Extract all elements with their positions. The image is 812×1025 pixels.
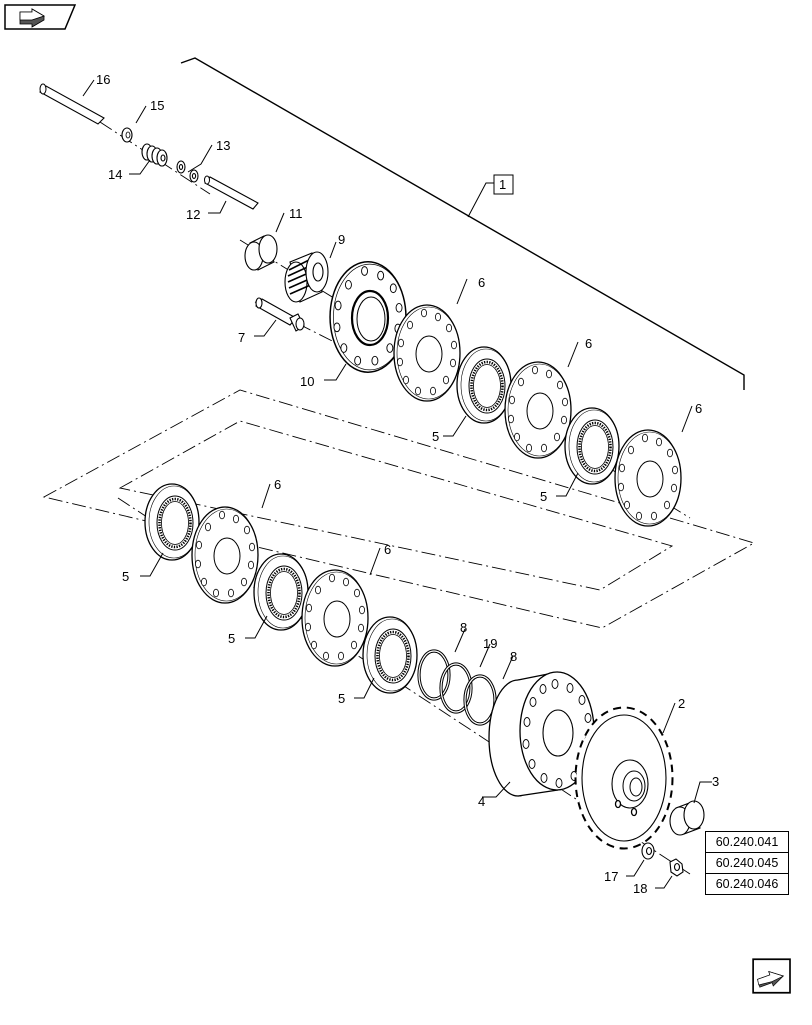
part-7-stud <box>255 297 305 332</box>
callout-18: 18 <box>633 881 647 896</box>
callout-5: 5 <box>432 429 439 444</box>
part-13-rings <box>176 160 199 183</box>
reference-link[interactable]: 60.240.041 <box>705 831 789 853</box>
callout-5: 5 <box>228 631 235 646</box>
callout-17: 17 <box>604 869 618 884</box>
part-2-sprocket <box>574 706 674 850</box>
previous-page-arrow-icon <box>4 4 77 30</box>
dash-dot-outlines <box>42 389 756 629</box>
part-11-sleeve <box>244 234 278 271</box>
part-16-bolt <box>39 83 105 125</box>
part-6-disc-a <box>393 304 461 402</box>
part-6-disc-b <box>504 361 572 459</box>
part-9-splined-hub <box>284 251 329 303</box>
part-17-washer <box>641 842 655 860</box>
part-4-housing <box>488 670 596 797</box>
leader-lines <box>82 79 712 889</box>
callout-8: 8 <box>460 620 467 635</box>
previous-page-button[interactable] <box>4 4 77 30</box>
callout-6: 6 <box>274 477 281 492</box>
reference-link[interactable]: 60.240.046 <box>705 873 789 895</box>
reference-link[interactable]: 60.240.045 <box>705 852 789 874</box>
part-12-pin <box>204 175 259 210</box>
callout-5: 5 <box>540 489 547 504</box>
callout-6: 6 <box>478 275 485 290</box>
callout-6: 6 <box>384 542 391 557</box>
callout-13: 13 <box>216 138 230 153</box>
callout-12: 12 <box>186 207 200 222</box>
part-10-backing-plate <box>329 261 407 373</box>
next-page-arrow-icon <box>752 958 791 994</box>
callout-10: 10 <box>300 374 314 389</box>
part-5-friction-ring-c <box>143 482 201 562</box>
callout-8: 8 <box>510 649 517 664</box>
callout-4: 4 <box>478 794 485 809</box>
callout-6: 6 <box>585 336 592 351</box>
part-18-nut <box>669 858 684 877</box>
callout-15: 15 <box>150 98 164 113</box>
part-6-disc-e <box>301 569 369 667</box>
callout-5: 5 <box>122 569 129 584</box>
callout-16: 16 <box>96 72 110 87</box>
part-6-disc-d <box>191 506 259 604</box>
part-5-friction-ring-e <box>361 615 419 695</box>
part-3-bushing <box>669 800 705 836</box>
callout-5: 5 <box>338 691 345 706</box>
callout-6: 6 <box>695 401 702 416</box>
part-5-friction-ring-d <box>252 552 310 632</box>
callout-1: 1 <box>499 177 506 192</box>
part-14-spring <box>141 143 168 167</box>
callout-1-box <box>493 174 514 195</box>
callout-9: 9 <box>338 232 345 247</box>
next-page-button[interactable] <box>735 957 807 1025</box>
callout-14: 14 <box>108 167 122 182</box>
exploded-parts-diagram: 1 2 3 4 5 5 5 5 5 6 6 6 6 6 7 8 8 9 10 1… <box>39 57 756 896</box>
assembly-bracket <box>180 57 745 390</box>
callout-19: 19 <box>483 636 497 651</box>
callout-3: 3 <box>712 774 719 789</box>
callout-7: 7 <box>238 330 245 345</box>
part-6-disc-c <box>614 429 682 527</box>
part-5-friction-ring-a <box>455 345 513 425</box>
part-5-friction-ring-b <box>563 406 621 486</box>
callout-2: 2 <box>678 696 685 711</box>
part-15-washer <box>121 127 133 143</box>
callout-11: 11 <box>289 206 303 221</box>
